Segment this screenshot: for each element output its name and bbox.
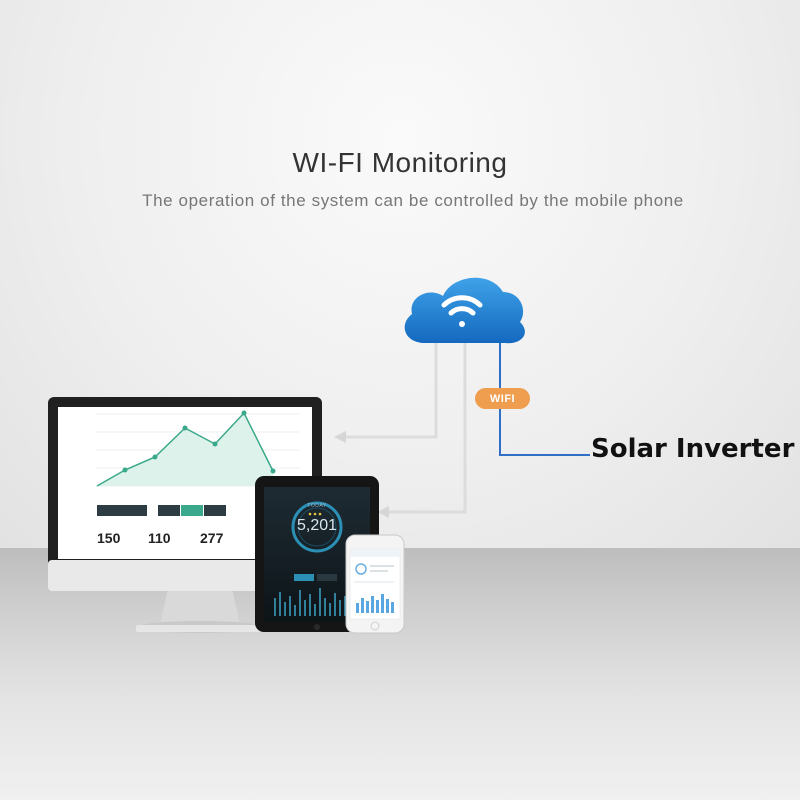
tablet-arrow-icon xyxy=(377,506,389,518)
phone-bar-chart xyxy=(356,594,394,613)
smartphone-device xyxy=(345,534,405,634)
tablet-reading: 5,201 xyxy=(296,517,338,534)
page-title: WI-FI Monitoring xyxy=(292,147,508,178)
cloud-to-inverter-line xyxy=(499,340,590,456)
monitor-toggle-c xyxy=(204,505,226,516)
monitor-stat-1: 150 xyxy=(97,530,121,546)
monitor-chart-area xyxy=(97,413,273,486)
monitor-toggle-b xyxy=(181,505,203,516)
monitor-arrow-icon xyxy=(334,431,346,443)
wifi-badge: WIFI xyxy=(475,388,530,409)
rating-stars xyxy=(308,512,322,516)
connector-lines xyxy=(334,340,590,518)
monitor-dropdown xyxy=(97,505,147,516)
cloud-to-tablet-line xyxy=(388,340,467,514)
wifi-icon xyxy=(441,295,483,327)
tablet-label: TODAY xyxy=(307,503,327,509)
monitor-stat-3: 277 xyxy=(200,530,224,546)
solar-inverter-label: Solar Inverter xyxy=(591,434,795,464)
page-subtitle: The operation of the system can be contr… xyxy=(142,191,684,210)
cloud-to-monitor-line xyxy=(345,340,438,439)
monitor-stat-2: 110 xyxy=(148,530,171,546)
tablet-bar-chart xyxy=(274,588,346,616)
cloud-icon xyxy=(404,277,525,344)
monitor-toggle-a xyxy=(158,505,180,516)
